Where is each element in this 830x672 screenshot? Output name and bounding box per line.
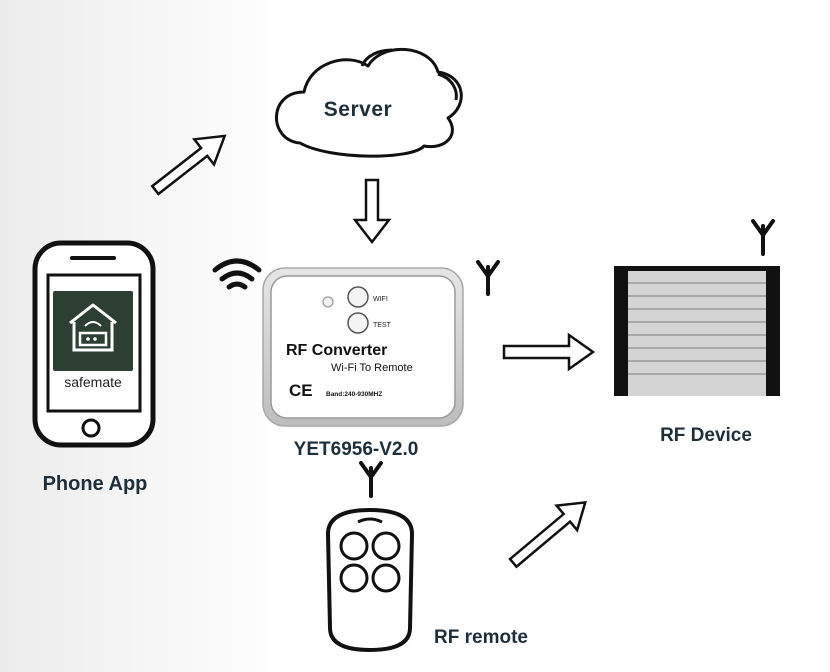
rf-device-shutter [614,266,780,396]
remote-button-4[interactable] [371,563,401,593]
converter-test-button-label: TEST [373,322,392,329]
converter-wifi-button-label: WIFI [373,296,388,303]
rf-converter-device [262,267,464,427]
phone-app-caption: Phone App [43,473,148,495]
phone-app-name: safemate [64,374,122,390]
wifi-signal-icon [212,258,262,290]
remote-antenna-icon [359,461,383,498]
remote-button-3[interactable] [339,563,369,593]
rf-device-caption: RF Device [660,425,752,446]
converter-led [322,296,334,308]
rf-remote-caption: RF remote [434,627,528,648]
server-cloud-icon [275,47,463,158]
remote-button-1[interactable] [339,531,369,561]
arrow-phone-to-server [150,134,227,196]
ce-mark: CE [289,381,313,400]
safemate-app-icon[interactable] [53,291,133,371]
converter-title: RF Converter [286,342,387,359]
remote-button-2[interactable] [371,531,401,561]
converter-antenna-icon [476,260,500,296]
converter-band: Band:240-930MHZ [326,391,382,398]
arrow-converter-to-device [502,332,596,372]
arrow-server-to-converter [352,178,392,245]
rf-device-antenna-icon [751,219,775,256]
server-label: Server [324,98,392,121]
converter-test-button[interactable] [347,312,369,334]
arrow-remote-to-device [508,500,587,569]
converter-wifi-button[interactable] [347,286,369,308]
converter-model: YET6956-V2.0 [294,439,419,460]
converter-subtitle: Wi-Fi To Remote [331,362,413,374]
